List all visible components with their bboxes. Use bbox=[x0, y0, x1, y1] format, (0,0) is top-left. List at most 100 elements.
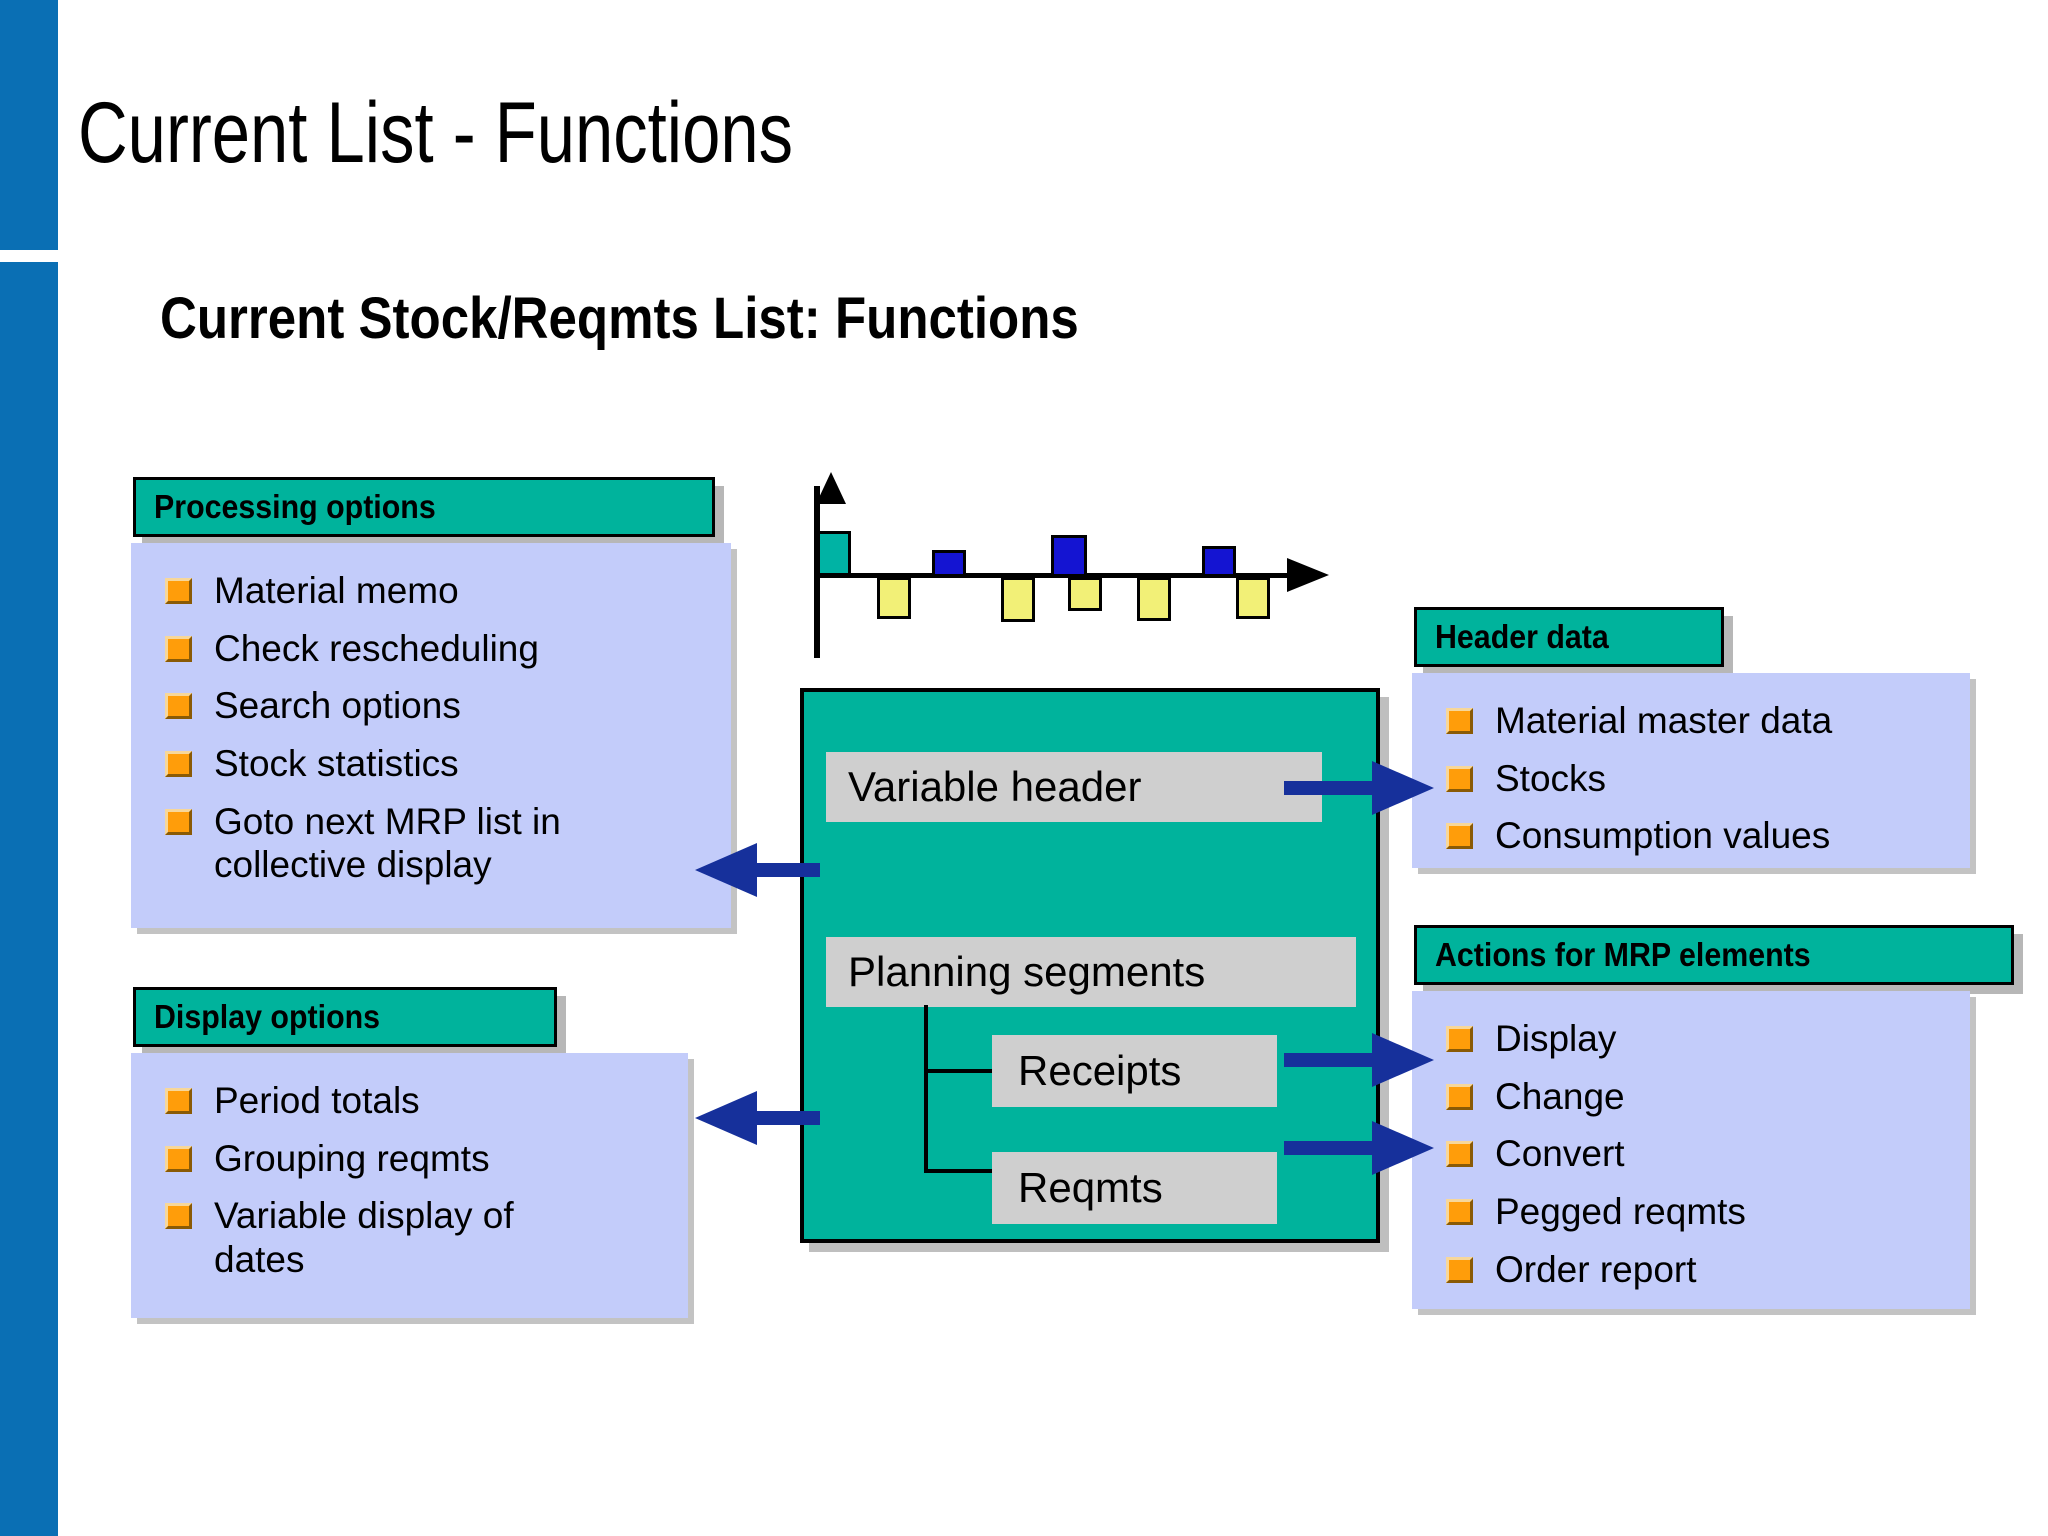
page-title: Current List - Functions bbox=[78, 85, 794, 181]
list-item[interactable]: Pegged reqmts bbox=[1446, 1190, 1950, 1234]
panel-header-data-body: Material master data Stocks Consumption … bbox=[1412, 673, 1970, 868]
bullet-square-icon bbox=[165, 1088, 192, 1114]
panel-display-options-body: Period totals Grouping reqmts Variable d… bbox=[131, 1053, 688, 1318]
chip-reqmts[interactable]: Reqmts bbox=[992, 1152, 1277, 1224]
chip-planning-segments-label: Planning segments bbox=[848, 948, 1206, 995]
bullet-square-icon bbox=[1446, 765, 1473, 792]
list-item-label: Check rescheduling bbox=[214, 627, 539, 669]
panel-display-options: Display options Period totals Grouping r… bbox=[131, 987, 690, 1318]
stock-requirements-bar-chart bbox=[800, 472, 1340, 668]
bullet-square-icon bbox=[165, 750, 192, 777]
list-item[interactable]: Material memo bbox=[165, 569, 711, 613]
panel-processing-options-title: Processing options bbox=[154, 488, 436, 525]
list-item[interactable]: Variable display of dates bbox=[165, 1194, 668, 1281]
bullet-square-icon bbox=[165, 1145, 192, 1172]
bullet-square-icon bbox=[1446, 1083, 1473, 1110]
accent-bar-bottom bbox=[0, 262, 58, 1536]
list-item[interactable]: Search options bbox=[165, 684, 711, 728]
list-item[interactable]: Stocks bbox=[1446, 757, 1950, 801]
arrow-shaft bbox=[750, 863, 820, 877]
bullet-square-icon bbox=[165, 693, 192, 720]
list-item-label: Stock statistics bbox=[214, 742, 459, 784]
panel-processing-options: Processing options Material memo Check r… bbox=[131, 477, 733, 928]
bullet-square-icon bbox=[1446, 1256, 1473, 1283]
list-item[interactable]: Check rescheduling bbox=[165, 627, 711, 671]
panel-display-options-header: Display options bbox=[133, 987, 557, 1047]
arrow-shaft bbox=[1284, 1141, 1380, 1155]
list-item[interactable]: Material master data bbox=[1446, 699, 1950, 743]
tree-connector-vertical bbox=[924, 1005, 928, 1173]
chart-x-axis-arrow-icon bbox=[1287, 558, 1329, 592]
accent-bar-top bbox=[0, 0, 58, 250]
chip-receipts-label: Receipts bbox=[1018, 1047, 1182, 1094]
bullet-square-icon bbox=[1446, 1026, 1473, 1052]
chip-receipts[interactable]: Receipts bbox=[992, 1035, 1277, 1107]
arrow-block-to-processing-options bbox=[695, 842, 820, 898]
arrow-shaft bbox=[1284, 781, 1380, 795]
list-item[interactable]: Grouping reqmts bbox=[165, 1137, 668, 1181]
chip-variable-header-label: Variable header bbox=[848, 763, 1142, 810]
list-item[interactable]: Stock statistics bbox=[165, 742, 711, 786]
arrow-reqmts-to-actions bbox=[1284, 1120, 1434, 1176]
bullet-square-icon bbox=[1446, 823, 1473, 850]
panel-header-data: Header data Material master data Stocks … bbox=[1412, 607, 1972, 868]
bullet-square-icon bbox=[1446, 1198, 1473, 1225]
list-item-label: Consumption values bbox=[1495, 815, 1831, 857]
panel-processing-options-body: Material memo Check rescheduling Search … bbox=[131, 543, 731, 928]
panel-actions-for-mrp-elements: Actions for MRP elements Display Change … bbox=[1412, 925, 2014, 1309]
list-item-label: Convert bbox=[1495, 1133, 1625, 1175]
list-item-label: Stocks bbox=[1495, 757, 1607, 799]
chart-bar bbox=[1068, 577, 1102, 611]
list-item[interactable]: Period totals bbox=[165, 1079, 668, 1123]
chip-reqmts-label: Reqmts bbox=[1018, 1164, 1163, 1211]
list-item-label: Material memo bbox=[214, 570, 459, 611]
bullet-square-icon bbox=[165, 578, 192, 604]
list-item-label: Change bbox=[1495, 1075, 1625, 1117]
bullet-square-icon bbox=[1446, 708, 1473, 734]
panel-display-options-title: Display options bbox=[154, 998, 381, 1035]
arrow-head-icon bbox=[1372, 761, 1434, 815]
chip-variable-header[interactable]: Variable header bbox=[826, 752, 1322, 822]
panel-header-data-header: Header data bbox=[1414, 607, 1724, 667]
panel-actions-for-mrp-elements-header: Actions for MRP elements bbox=[1414, 925, 2014, 985]
list-item[interactable]: Display bbox=[1446, 1017, 1950, 1061]
bullet-square-icon bbox=[165, 635, 192, 662]
arrow-head-icon bbox=[695, 1091, 757, 1145]
arrow-block-to-display-options bbox=[695, 1090, 820, 1146]
list-item-label: Goto next MRP list in collective display bbox=[214, 800, 561, 886]
bullet-square-icon bbox=[165, 1203, 192, 1230]
list-item[interactable]: Consumption values bbox=[1446, 814, 1950, 858]
arrow-head-icon bbox=[1372, 1033, 1434, 1087]
list-item-label: Pegged reqmts bbox=[1495, 1190, 1746, 1232]
bullet-square-icon bbox=[165, 808, 192, 835]
list-item-label: Grouping reqmts bbox=[214, 1137, 490, 1179]
list-item[interactable]: Convert bbox=[1446, 1132, 1950, 1176]
list-item[interactable]: Goto next MRP list in collective display bbox=[165, 800, 711, 887]
page-subtitle: Current Stock/Reqmts List: Functions bbox=[160, 286, 1079, 351]
list-item[interactable]: Order report bbox=[1446, 1248, 1950, 1292]
chart-bar bbox=[1137, 577, 1171, 621]
panel-header-data-title: Header data bbox=[1435, 618, 1609, 655]
chip-planning-segments[interactable]: Planning segments bbox=[826, 937, 1356, 1007]
list-item-label: Search options bbox=[214, 685, 461, 727]
list-item-label: Period totals bbox=[214, 1080, 420, 1121]
tree-connector-receipts bbox=[924, 1069, 994, 1073]
chart-bar bbox=[932, 550, 966, 577]
chart-bar bbox=[877, 577, 911, 619]
arrow-variable-header-to-header-data bbox=[1284, 760, 1434, 816]
chart-bar bbox=[1001, 577, 1035, 622]
list-item-label: Display bbox=[1495, 1018, 1617, 1059]
list-item[interactable]: Change bbox=[1446, 1075, 1950, 1119]
arrow-head-icon bbox=[1372, 1121, 1434, 1175]
panel-actions-for-mrp-elements-title: Actions for MRP elements bbox=[1435, 936, 1811, 973]
list-item-label: Order report bbox=[1495, 1248, 1697, 1290]
chart-bar bbox=[1236, 577, 1270, 619]
arrow-shaft bbox=[1284, 1053, 1380, 1067]
chart-bar bbox=[1202, 546, 1236, 577]
list-item-label: Material master data bbox=[1495, 700, 1833, 741]
list-item-label: Variable display of dates bbox=[214, 1195, 514, 1280]
bullet-square-icon bbox=[1446, 1141, 1473, 1168]
arrow-receipts-to-actions bbox=[1284, 1032, 1434, 1088]
current-stock-reqmts-list-block: Variable header Planning segments Receip… bbox=[800, 688, 1380, 1243]
chart-bar bbox=[817, 531, 851, 576]
